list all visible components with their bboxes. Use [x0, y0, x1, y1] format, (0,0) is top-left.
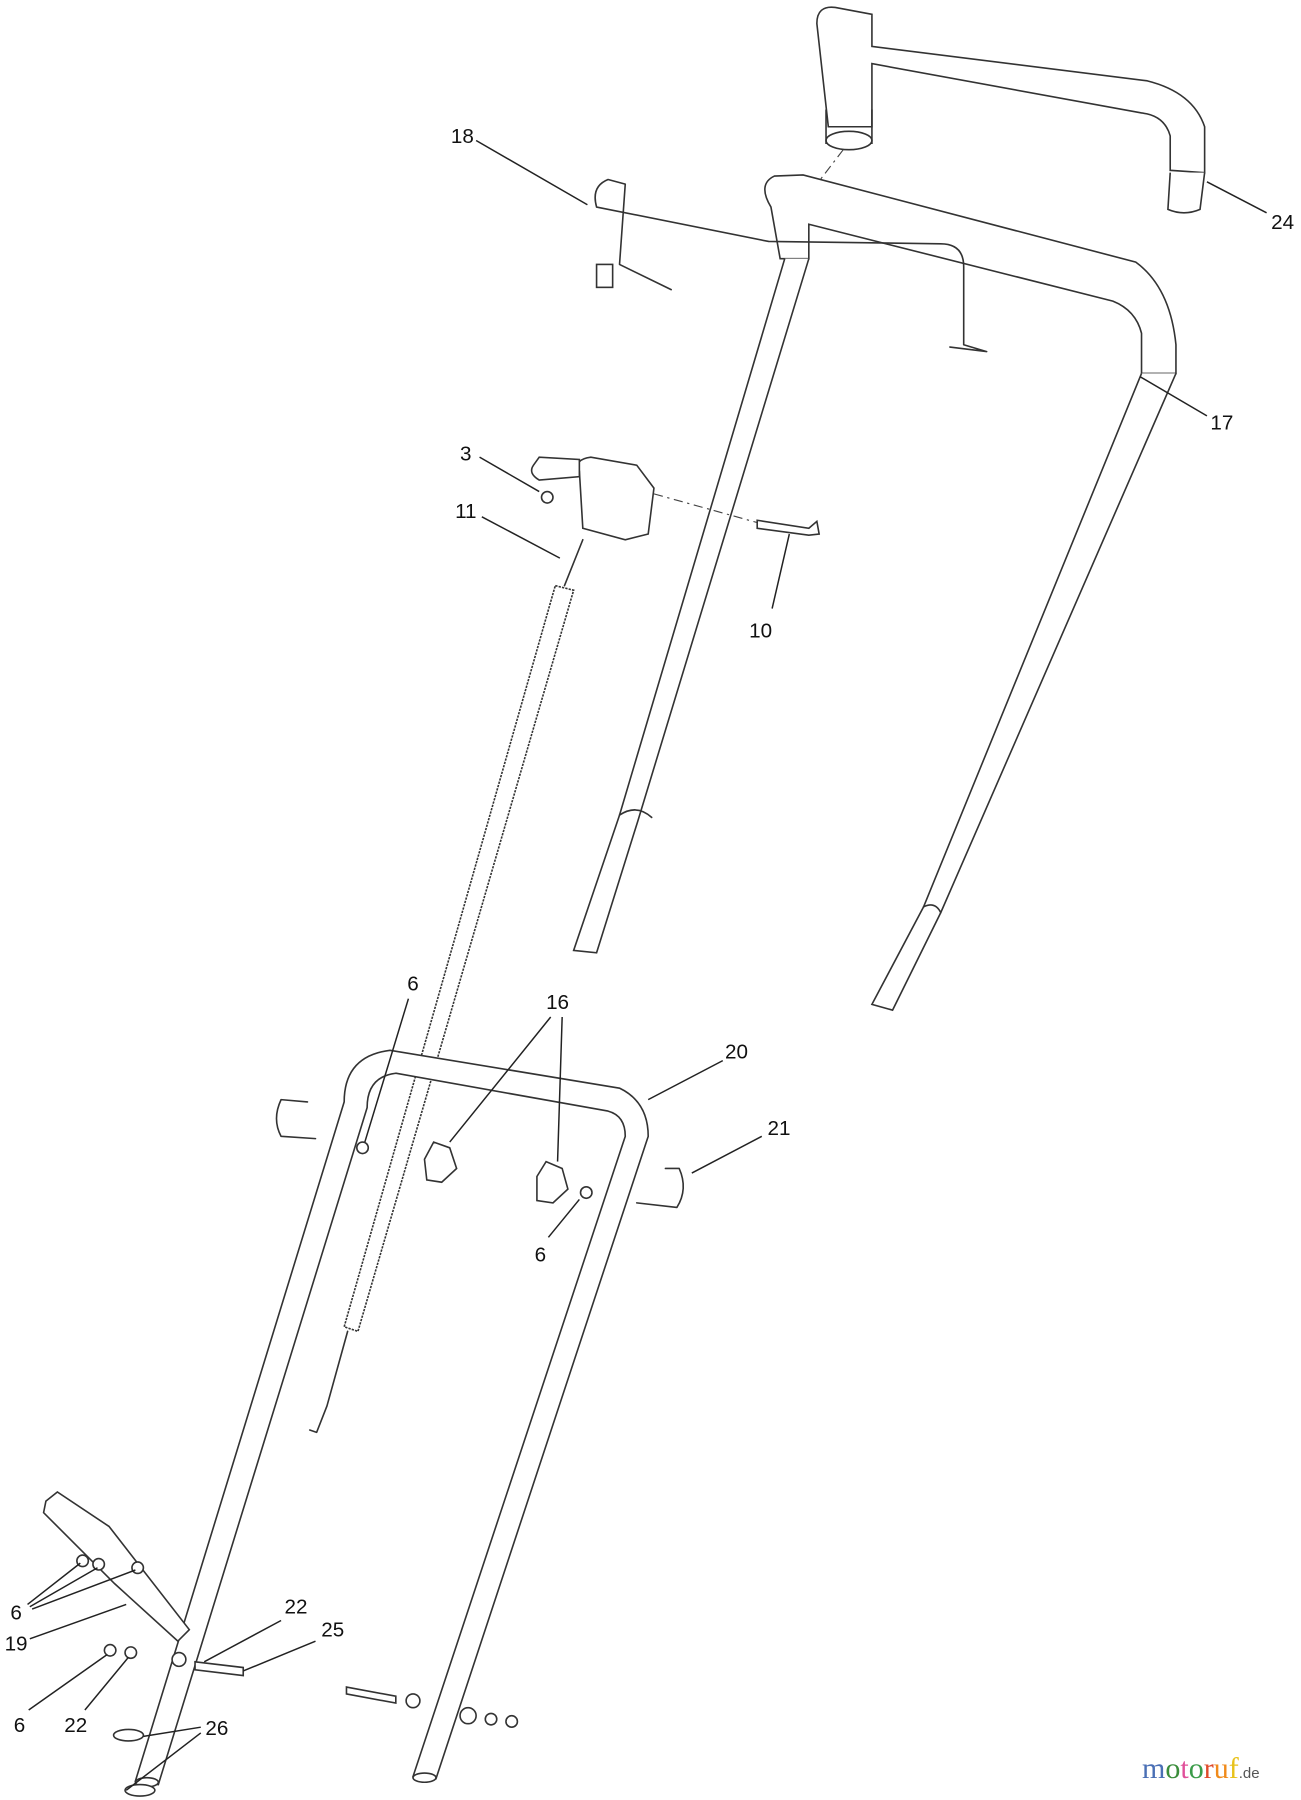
- upper-handle-24: [816, 6, 1206, 214]
- callout-20: 20: [725, 1040, 748, 1063]
- knob-left: [423, 1141, 458, 1184]
- logo-letter: r: [1203, 1752, 1214, 1785]
- washer: [355, 1141, 370, 1155]
- logo-letter: o: [1188, 1752, 1204, 1785]
- callout-3: 3: [460, 443, 471, 466]
- leader-lines: [27, 139, 1267, 1791]
- watermark-logo: motoruf.de: [1142, 1752, 1260, 1786]
- callout-24: 24: [1271, 211, 1294, 234]
- callout-10: 10: [749, 619, 772, 642]
- throttle-cable-11: [308, 538, 584, 1434]
- logo-letter: f: [1228, 1752, 1239, 1785]
- callouts: 18 24 17 3 11 10 6 16 20 21 6 6 19 22 25…: [5, 125, 1295, 1740]
- callout-16: 16: [546, 991, 569, 1014]
- callout-11: 11: [455, 500, 476, 523]
- logo-letter: o: [1165, 1752, 1181, 1785]
- washer: [579, 1186, 593, 1200]
- knob-right: [536, 1160, 569, 1204]
- u-bolt-left: [275, 1098, 317, 1140]
- callout-21: 21: [768, 1117, 791, 1140]
- logo-suffix: .de: [1238, 1765, 1260, 1782]
- callout-17: 17: [1210, 412, 1233, 435]
- callout-6: 6: [10, 1601, 21, 1624]
- callout-6: 6: [407, 973, 418, 996]
- callout-6: 6: [535, 1243, 546, 1266]
- cable-bracket-19: [42, 1490, 519, 1797]
- logo-letter: m: [1142, 1752, 1166, 1785]
- bail-18: [594, 178, 988, 353]
- callout-18: 18: [451, 125, 474, 148]
- callout-19: 19: [5, 1632, 28, 1655]
- callout-22: 22: [285, 1596, 308, 1619]
- callout-22: 22: [64, 1714, 87, 1737]
- callout-26: 26: [205, 1717, 228, 1740]
- logo-letter: u: [1213, 1752, 1229, 1785]
- logo-letter: t: [1180, 1752, 1189, 1785]
- callout-6: 6: [14, 1714, 25, 1737]
- main-handle-17: [572, 174, 1177, 1012]
- callout-25: 25: [321, 1619, 344, 1642]
- u-bolt-right: [635, 1167, 685, 1209]
- control-box: [530, 456, 821, 541]
